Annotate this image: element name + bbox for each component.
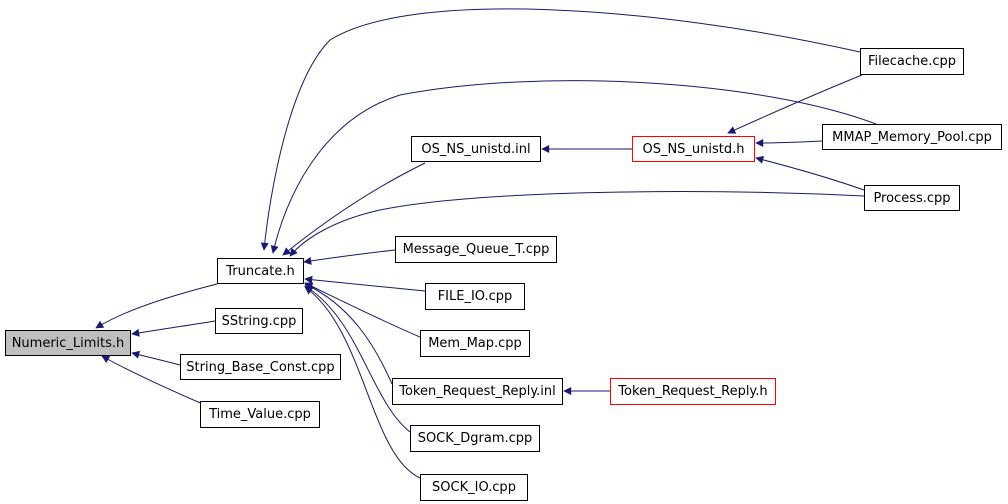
edge-mem-map-truncate — [304, 282, 421, 338]
edge-mmap-truncate — [270, 80, 877, 254]
node-token-request-reply-h[interactable]: Token_Request_Reply.h — [610, 378, 776, 405]
node-sock-io-cpp[interactable]: SOCK_IO.cpp — [420, 474, 528, 501]
edge-process-os-ns-unistd-h — [755, 155, 865, 191]
edge-process-truncate — [289, 191, 865, 257]
node-truncate-h[interactable]: Truncate.h — [217, 258, 304, 284]
edge-truncate-numeric-limits — [95, 283, 218, 329]
node-message-queue-t-cpp[interactable]: Message_Queue_T.cpp — [395, 236, 557, 263]
node-sock-dgram-cpp[interactable]: SOCK_Dgram.cpp — [410, 425, 540, 452]
edge-filecache-truncate — [260, 8, 861, 251]
node-time-value-cpp[interactable]: Time_Value.cpp — [200, 401, 320, 428]
edge-time-value-numeric-limits — [101, 355, 206, 406]
node-mem-map-cpp[interactable]: Mem_Map.cpp — [420, 330, 530, 357]
node-os-ns-unistd-inl[interactable]: OS_NS_unistd.inl — [411, 136, 541, 162]
edge-file-io-truncate — [304, 275, 426, 292]
node-os-ns-unistd-h[interactable]: OS_NS_unistd.h — [632, 136, 755, 162]
edge-token-request-reply-inl-truncate — [304, 283, 393, 385]
node-numeric-limits-h[interactable]: Numeric_Limits.h — [5, 330, 131, 356]
node-string-base-const-cpp[interactable]: String_Base_Const.cpp — [180, 354, 341, 380]
edge-message-queue-truncate — [303, 249, 396, 265]
edge-sock-dgram-truncate — [304, 285, 411, 433]
edge-filecache-os-ns-unistd-h — [727, 74, 863, 134]
edge-string-base-const-numeric-limits — [131, 350, 181, 366]
edge-os-ns-unistd-inl-truncate — [282, 162, 426, 256]
node-process-cpp[interactable]: Process.cpp — [864, 185, 960, 211]
node-file-io-cpp[interactable]: FILE_IO.cpp — [425, 283, 525, 310]
node-filecache-cpp[interactable]: Filecache.cpp — [860, 48, 964, 75]
edge-sstring-numeric-limits — [131, 320, 216, 337]
node-sstring-cpp[interactable]: SString.cpp — [215, 308, 303, 334]
node-token-request-reply-inl[interactable]: Token_Request_Reply.inl — [392, 378, 563, 405]
edge-sock-io-truncate — [304, 286, 421, 479]
edge-mmap-os-ns-unistd-h — [755, 138, 823, 147]
node-mmap-memory-pool-cpp[interactable]: MMAP_Memory_Pool.cpp — [822, 124, 1002, 150]
